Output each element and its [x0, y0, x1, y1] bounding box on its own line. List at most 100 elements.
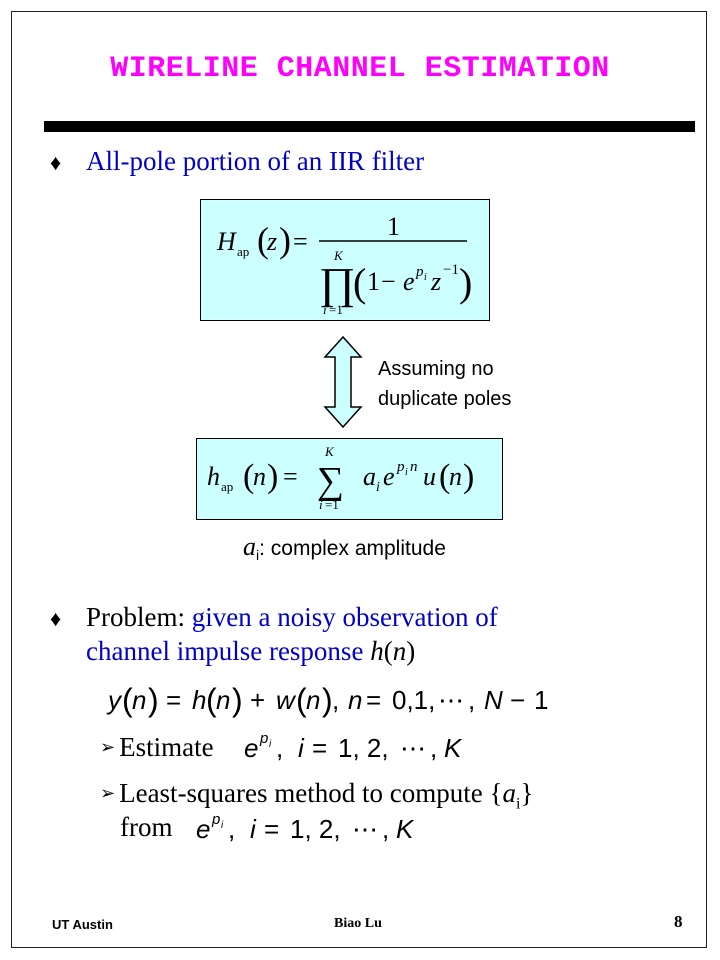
svg-text:+: +	[250, 685, 265, 715]
svg-text:−: −	[381, 267, 396, 296]
footer-page-number: 8	[674, 912, 683, 931]
arrowhead-bullet-icon: ➢	[100, 737, 116, 757]
problem-text-1: given a noisy observation of	[191, 602, 498, 632]
svg-text:=1: =1	[329, 302, 343, 317]
double-arrow-icon	[323, 335, 363, 429]
svg-text:N: N	[484, 685, 503, 715]
svg-text:(: (	[439, 458, 450, 495]
svg-text:i: i	[250, 814, 257, 844]
slide-frame	[11, 11, 707, 948]
svg-text:1: 1	[387, 212, 400, 241]
svg-text:∏: ∏	[319, 259, 355, 308]
svg-text:=1: =1	[325, 497, 339, 512]
svg-text:(: (	[353, 260, 366, 305]
svg-text:): )	[279, 220, 291, 260]
svg-text:n: n	[449, 462, 462, 491]
svg-text:⋯: ⋯	[438, 685, 464, 715]
svg-text:K: K	[396, 814, 415, 844]
bullet-all-pole-text: All-pole portion of an IIR filter	[86, 146, 425, 176]
svg-text:K: K	[324, 444, 335, 459]
svg-text:i: i	[221, 820, 224, 831]
problem-text-2: channel impulse response	[86, 636, 371, 666]
svg-text:=: =	[293, 227, 308, 256]
svg-text:): )	[267, 458, 278, 495]
svg-text:i: i	[323, 302, 327, 317]
svg-text:0,1,: 0,1,	[392, 685, 435, 715]
sub-bullet-ls-sub: i	[515, 795, 521, 813]
svg-text:,: ,	[332, 685, 339, 715]
arrowhead-bullet-icon-2: ➢	[100, 783, 116, 803]
svg-text:w: w	[276, 685, 297, 715]
svg-text:n: n	[216, 685, 230, 715]
formula-hap-n: h ap ( n ) = K ∑ i =1 a i e p i n u ( n …	[196, 438, 503, 520]
assumption-note-line1: Assuming no	[378, 358, 494, 380]
svg-text:1, 2,: 1, 2,	[338, 733, 389, 763]
svg-text:(: (	[206, 682, 217, 718]
svg-text:): )	[148, 682, 159, 718]
complex-amplitude-note: ai: complex amplitude	[243, 532, 446, 563]
svg-text:i: i	[424, 272, 427, 283]
estimate-expression: e p i , i = 1, 2, ⋯ , K	[244, 730, 463, 763]
svg-text:K: K	[444, 733, 463, 763]
svg-text:i: i	[405, 467, 408, 478]
svg-text:p: p	[396, 459, 405, 475]
sub-bullet-from: from	[120, 812, 173, 842]
svg-text:): )	[322, 682, 333, 718]
svg-text:K: K	[333, 248, 344, 263]
svg-text:e: e	[383, 462, 395, 491]
svg-text:1: 1	[534, 685, 548, 715]
slide-title: WIRELINE CHANNEL ESTIMATION	[110, 52, 610, 86]
assumption-note-line2: duplicate poles	[378, 388, 512, 410]
amp-subscript: i	[256, 547, 260, 564]
svg-text:): )	[459, 260, 472, 305]
svg-text:i: i	[298, 733, 305, 763]
svg-text:n: n	[410, 459, 418, 475]
svg-text:p: p	[259, 730, 268, 747]
sub-bullet-ls-text: Least-squares method to compute {	[119, 778, 503, 808]
formula-hap-z-svg: H ap ( z ) = 1 K ∏ i =1 ( 1 − e p i z −1…	[216, 212, 472, 317]
svg-text:=: =	[264, 814, 279, 844]
sub-bullet-ls-var: a	[502, 778, 516, 808]
svg-text:n: n	[253, 462, 266, 491]
svg-text:n: n	[132, 685, 146, 715]
observation-equation: y ( n ) = h ( n ) + w ( n ) , n = 0,1, ⋯…	[106, 682, 548, 718]
svg-text:(: (	[257, 220, 269, 260]
svg-text:): )	[232, 682, 243, 718]
svg-text:,: ,	[382, 814, 389, 844]
from-expression: e p i , i = 1, 2, ⋯ , K	[196, 811, 415, 844]
svg-text:z: z	[266, 227, 277, 256]
svg-text:h: h	[192, 685, 206, 715]
svg-text:e: e	[196, 814, 210, 844]
svg-text:p: p	[415, 264, 424, 280]
svg-text:e: e	[244, 733, 258, 763]
svg-text:(: (	[296, 682, 307, 718]
title-underline	[44, 121, 695, 132]
svg-text:,: ,	[468, 685, 475, 715]
svg-text:,: ,	[430, 733, 437, 763]
svg-text:): )	[463, 458, 474, 495]
diamond-bullet-icon-2: ♦	[50, 606, 62, 631]
sub-bullet-least-squares: ➢Least-squares method to compute {ai}	[100, 778, 533, 813]
svg-text:1: 1	[367, 267, 380, 296]
svg-text:i: i	[376, 480, 380, 495]
svg-text:,: ,	[228, 814, 235, 844]
diamond-bullet-icon: ♦	[50, 150, 62, 175]
bullet-problem: Problem: given a noisy observation of ch…	[86, 602, 498, 666]
svg-text:a: a	[363, 462, 376, 491]
sub-bullet-estimate-text: Estimate	[119, 732, 214, 762]
problem-func: h	[370, 636, 384, 666]
svg-text:u: u	[423, 462, 436, 491]
svg-text:e: e	[403, 267, 415, 296]
svg-text:−1: −1	[443, 262, 459, 278]
sub-bullet-ls-close: }	[520, 778, 534, 808]
footer-author: Biao Lu	[334, 916, 382, 931]
svg-text:ap: ap	[221, 479, 233, 494]
svg-text:=: =	[283, 462, 298, 491]
svg-text:−: −	[510, 685, 525, 715]
svg-text:i: i	[269, 739, 272, 750]
svg-text:=: =	[312, 733, 327, 763]
svg-text:(: (	[122, 682, 133, 718]
svg-text:h: h	[207, 462, 220, 491]
svg-text:i: i	[319, 497, 323, 512]
formula-hap-n-svg: h ap ( n ) = K ∑ i =1 a i e p i n u ( n …	[207, 444, 474, 512]
